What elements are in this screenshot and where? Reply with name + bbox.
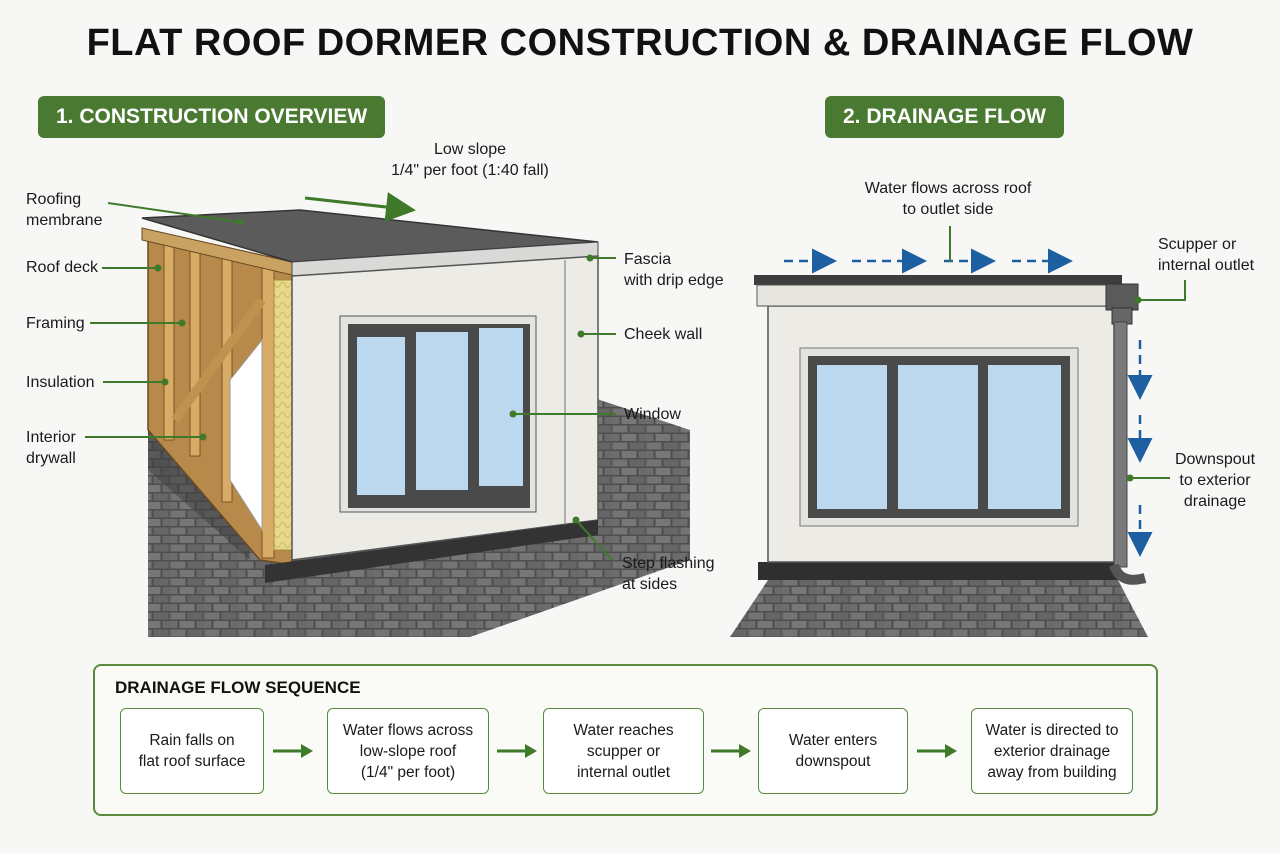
label-roofing-membrane-line2: membrane	[26, 212, 103, 229]
drainage-illustration	[730, 226, 1186, 637]
label-water-flow: Water flows across roof to outlet side	[848, 178, 1048, 220]
step-3-line1: Water reaches	[573, 721, 674, 739]
step-5-line2: exterior drainage	[993, 742, 1111, 760]
label-scupper-line2: internal outlet	[1158, 257, 1255, 274]
label-step-flashing-line1: Step flashing	[622, 555, 715, 572]
label-scupper: Scupper or internal outlet	[1158, 234, 1254, 276]
step-4-line2: downspout	[795, 753, 871, 770]
label-scupper-line1: Scupper or	[1158, 236, 1237, 253]
sequence-step-4: Water enters downspout	[758, 708, 908, 794]
drainage-sequence-panel: DRAINAGE FLOW SEQUENCE Rain falls on fla…	[93, 664, 1158, 816]
step-2-line2: low-slope roof	[359, 742, 457, 760]
step-3-line2: scupper or	[586, 742, 661, 760]
slope-label-line1: Low slope	[433, 141, 507, 158]
label-downspout-line3: drainage	[1183, 493, 1247, 510]
label-roofing-membrane-line1: Roofing	[26, 191, 82, 208]
sequence-title: DRAINAGE FLOW SEQUENCE	[115, 678, 361, 697]
slope-label-line2: 1/4" per foot (1:40 fall)	[391, 162, 549, 179]
label-fascia-line2: with drip edge	[624, 272, 724, 289]
step-2-line1: Water flows across	[342, 721, 474, 739]
step-flashing	[265, 520, 598, 583]
label-roof-deck: Roof deck	[26, 259, 99, 276]
label-step-flashing: Step flashing at sides	[622, 553, 715, 595]
sequence-step-2: Water flows across low-slope roof (1/4" …	[327, 708, 489, 794]
label-downspout: Downspout to exterior drainage	[1170, 449, 1260, 512]
sequence-arrow	[917, 744, 957, 758]
step-3-line3: internal outlet	[576, 763, 671, 781]
sequence-arrow	[273, 744, 313, 758]
label-drywall-line1: Interior	[26, 429, 76, 446]
step-5-line1: Water is directed to	[985, 721, 1119, 739]
label-insulation: Insulation	[26, 374, 95, 391]
label-fascia-line1: Fascia	[624, 251, 672, 268]
label-window: Window	[624, 406, 681, 423]
label-cheek-wall: Cheek wall	[624, 326, 703, 343]
label-downspout-line2: to exterior	[1179, 472, 1251, 489]
label-downspout-line1: Downspout	[1174, 451, 1256, 468]
label-roofing-membrane: Roofing membrane	[26, 189, 102, 231]
section-drainage-header: 2. DRAINAGE FLOW	[825, 96, 1064, 138]
page-title: FLAT ROOF DORMER CONSTRUCTION & DRAINAGE…	[86, 22, 1194, 64]
label-water-flow-line1: Water flows across roof	[864, 180, 1032, 197]
label-step-flashing-line2: at sides	[622, 576, 678, 593]
label-water-flow-line2: to outlet side	[902, 201, 994, 218]
label-framing: Framing	[26, 315, 85, 332]
label-fascia: Fascia with drip edge	[624, 249, 724, 291]
label-drywall-line2: drywall	[26, 450, 76, 467]
step-5-line3: away from building	[987, 763, 1117, 781]
label-interior-drywall: Interior drywall	[26, 427, 76, 469]
sequence-step-1: Rain falls on flat roof surface	[120, 708, 264, 794]
sequence-step-5: Water is directed to exterior drainage a…	[971, 708, 1133, 794]
sequence-arrow	[497, 744, 537, 758]
step-1-line1: Rain falls on	[149, 732, 235, 749]
slope-label: Low slope 1/4" per foot (1:40 fall)	[370, 139, 570, 181]
step-4-line1: Water enters	[788, 732, 878, 749]
sequence-step-3: Water reaches scupper or internal outlet	[543, 708, 704, 794]
step-2-line3: (1/4" per foot)	[360, 763, 456, 781]
construction-illustration	[85, 192, 690, 637]
section-construction-header: 1. CONSTRUCTION OVERVIEW	[38, 96, 386, 138]
step-1-line2: flat roof surface	[138, 753, 246, 770]
sequence-arrow	[711, 744, 751, 758]
